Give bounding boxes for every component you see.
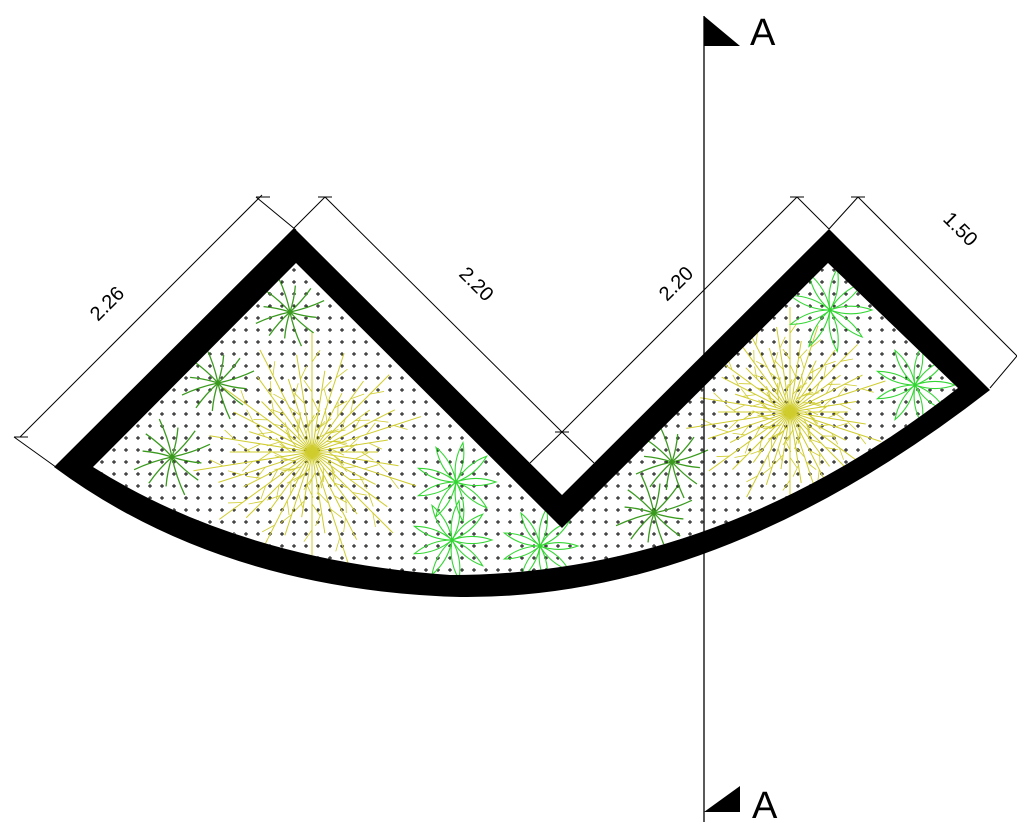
section-marker-bottom-icon: [704, 786, 740, 812]
dimension-label-4: 1.50: [938, 208, 981, 251]
star-shrub-icon: [255, 277, 325, 347]
star-shrub-icon: [635, 425, 709, 499]
star-shrub-icon: [181, 346, 255, 420]
planter-wall: [54, 228, 990, 598]
leafy-shrub-icon: [416, 441, 498, 523]
section-label-bottom: A: [752, 785, 778, 824]
planting-bed-fill: [93, 263, 958, 575]
ornamental-grass-icon: [686, 307, 886, 513]
dimension-label-1: 2.26: [86, 282, 129, 325]
section-marker-top-icon: [704, 16, 740, 46]
dimension-label-3: 2.20: [655, 262, 698, 305]
dimension-lines: [13, 194, 1017, 471]
star-shrub-icon: [615, 474, 693, 552]
section-label-top: A: [750, 12, 776, 54]
ornamental-grass-icon: [193, 332, 422, 567]
plants-group: [133, 267, 957, 575]
dimension-label-2: 2.20: [454, 263, 497, 306]
star-shrub-icon: [133, 418, 211, 496]
